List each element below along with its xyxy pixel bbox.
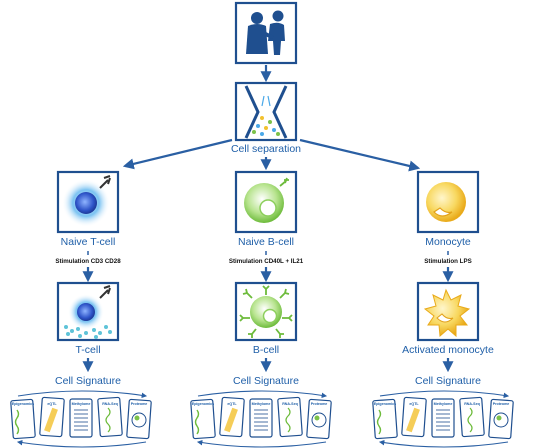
monocyte-stimulation-label: Stimulation LPS	[424, 258, 471, 265]
signature-card-title: eQTL	[47, 402, 57, 406]
receptor-icon	[99, 175, 111, 189]
signature-card-title: Epigenomics	[12, 402, 34, 406]
activated-tcell-icon	[64, 285, 112, 339]
signature-card-title: Proteome	[493, 402, 510, 406]
branch-tcell: Naive T-cell Stimulation CD3 CD28 T-cell…	[11, 170, 152, 447]
bcell-stimulation-label: Stimulation CD40L + IL21	[229, 258, 304, 265]
tcell-label: T-cell	[75, 344, 100, 356]
monocyte-label: Monocyte	[425, 236, 471, 248]
signature-card-title: Proteome	[131, 402, 148, 406]
bcell-signature-label: Cell Signature	[233, 375, 299, 387]
tcell-stimulation-label: Stimulation CD3 CD28	[55, 258, 121, 265]
branch-monocyte: Monocyte Stimulation LPS Activated monoc…	[373, 170, 514, 447]
bcell-signature-cards	[191, 391, 332, 447]
patient-doctor-icon	[246, 10, 285, 55]
monocyte-signature-cards	[373, 391, 514, 447]
signature-card-title: eQTL	[227, 402, 237, 406]
naive-bcell-icon	[244, 177, 289, 223]
signature-card-title: Methylome	[252, 402, 271, 406]
signature-card-title: Epigenomics	[192, 402, 214, 406]
activated-bcell-icon	[239, 285, 293, 338]
signature-card-titles: Epigenomics eQTL Methylome RNA-Seq Proteome E…	[12, 402, 509, 406]
signature-card-title: eQTL	[409, 402, 419, 406]
naive-bcell-label: Naive B-cell	[238, 236, 294, 248]
naive-tcell-label: Naive T-cell	[61, 236, 116, 248]
tcell-signature-label: Cell Signature	[55, 375, 121, 387]
signature-card-title: Proteome	[311, 402, 328, 406]
activated-monocyte-icon	[423, 288, 471, 338]
bcell-label: B-cell	[253, 344, 279, 356]
monocyte-icon	[426, 182, 466, 222]
cell-separation-label: Cell separation	[231, 143, 301, 155]
centrifuge-tube-icon	[244, 85, 288, 139]
tcell-signature-cards	[11, 391, 152, 447]
signature-card-title: Methylome	[72, 402, 91, 406]
signature-card-title: Methylome	[434, 402, 453, 406]
monocyte-signature-label: Cell Signature	[415, 375, 481, 387]
activated-monocyte-label: Activated monocyte	[402, 344, 494, 356]
signature-card-title: RNA-Seq	[282, 402, 298, 406]
cell-separation-box	[234, 81, 298, 142]
branch-bcell: Naive B-cell Stimulation CD40L + IL21 B-…	[191, 170, 332, 447]
signature-card-title: Epigenomics	[374, 402, 396, 406]
signature-card-title: RNA-Seq	[102, 402, 118, 406]
signature-card-title: RNA-Seq	[464, 402, 480, 406]
